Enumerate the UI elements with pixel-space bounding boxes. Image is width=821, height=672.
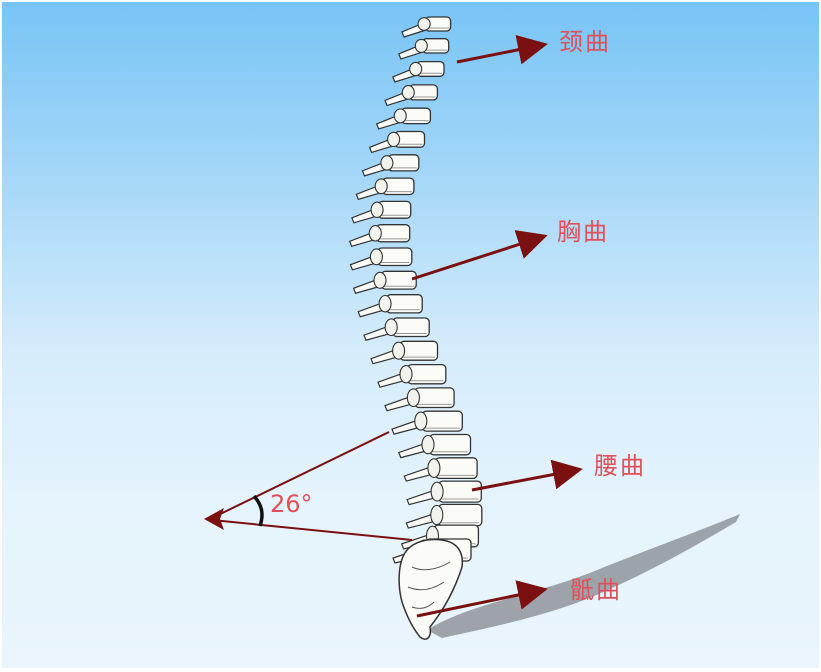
vertebra — [352, 270, 417, 294]
vertebra — [384, 84, 439, 107]
angle-vertex-head — [204, 508, 224, 530]
vertebra — [370, 340, 439, 365]
label-lumbar-curve: 腰曲 — [594, 452, 646, 480]
vertebra — [351, 200, 412, 224]
spine-shadow — [427, 514, 740, 638]
label-sacral-curve: 骶曲 — [570, 576, 622, 604]
vertebra — [398, 433, 472, 459]
vertebra — [348, 224, 411, 248]
vertebra — [355, 177, 415, 201]
vertebra — [391, 410, 463, 435]
vertebra — [401, 16, 452, 38]
label-cervical-curve: 颈曲 — [559, 28, 611, 56]
vertebra — [403, 457, 478, 482]
vertebra — [368, 130, 426, 154]
spine-illustration — [348, 16, 483, 564]
angle-line-upper — [211, 431, 390, 519]
angle-arc — [252, 494, 264, 527]
arrow-lumbar — [471, 459, 583, 492]
sacrum-detail — [407, 561, 451, 609]
arrow-sacral — [416, 580, 548, 618]
vertebra — [392, 60, 445, 83]
vertebra — [377, 363, 447, 388]
vertebra — [384, 387, 455, 412]
vertebra — [406, 480, 482, 506]
vertebra — [357, 294, 423, 318]
vertebra — [405, 503, 483, 529]
vertebra — [375, 107, 432, 130]
vertebra — [349, 247, 413, 271]
vertebra — [361, 154, 420, 177]
angle-value-label: 26° — [270, 490, 313, 518]
vertebra — [363, 317, 430, 341]
arrow-thoracic — [411, 230, 548, 281]
angle-line-lower — [211, 519, 413, 541]
arrow-cervical — [456, 34, 548, 65]
label-thoracic-curve: 胸曲 — [557, 218, 609, 246]
vertebra — [398, 38, 450, 60]
